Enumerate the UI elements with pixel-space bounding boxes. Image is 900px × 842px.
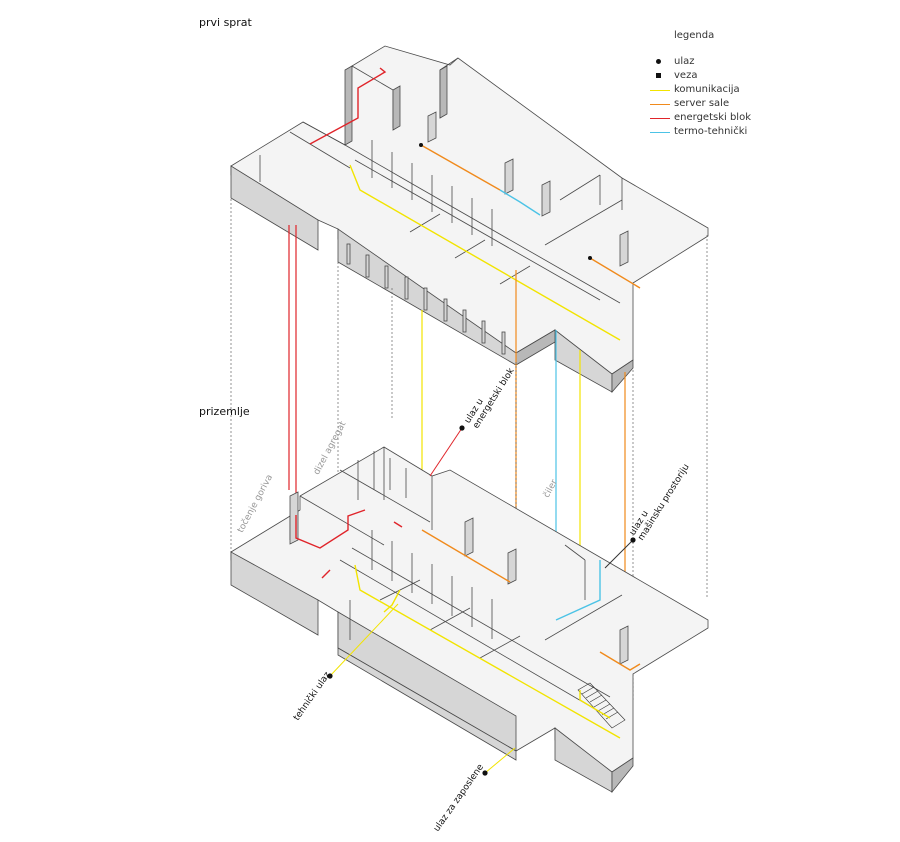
ulaz-dot-tech — [327, 673, 333, 679]
entry-leaders — [329, 427, 634, 774]
square-marker — [656, 73, 661, 78]
legend-item: komunikacija — [650, 84, 790, 98]
legend-item-label: energetski blok — [674, 112, 751, 123]
legend-item-label: server sale — [674, 98, 730, 109]
dot-marker — [656, 59, 661, 64]
floor-label-ground: prizemlje — [199, 405, 250, 418]
legend-item: energetski blok — [650, 112, 790, 126]
legend-item: ulaz — [650, 56, 790, 70]
line-swatch — [650, 90, 670, 91]
ground-floor-walls — [230, 446, 709, 794]
dashed-guides — [230, 195, 708, 720]
line-swatch — [650, 132, 670, 133]
first-floor-lines — [309, 67, 641, 341]
ulaz-dot-staff — [482, 770, 488, 776]
ground-floor-lines — [295, 509, 641, 739]
legend-item-label: ulaz — [674, 56, 695, 67]
ulaz-dot-energy — [459, 425, 465, 431]
floor-label-first: prvi sprat — [199, 16, 252, 29]
legend-item: veza — [650, 70, 790, 84]
line-swatch — [650, 104, 670, 105]
legend-item: server sale — [650, 98, 790, 112]
entry-markers — [327, 143, 636, 776]
legend-title: legenda — [674, 30, 715, 41]
legend-item-label: veza — [674, 70, 698, 81]
legend-item-label: komunikacija — [674, 84, 740, 95]
legend-item-label: termo-tehnički — [674, 126, 748, 137]
legend-item: termo-tehnički — [650, 126, 790, 140]
ulaz-dot-first-2 — [588, 256, 592, 260]
line-swatch — [650, 118, 670, 119]
first-floor-walls — [230, 57, 634, 394]
ulaz-dot-first-1 — [419, 143, 423, 147]
ulaz-dot-machine — [630, 537, 636, 543]
